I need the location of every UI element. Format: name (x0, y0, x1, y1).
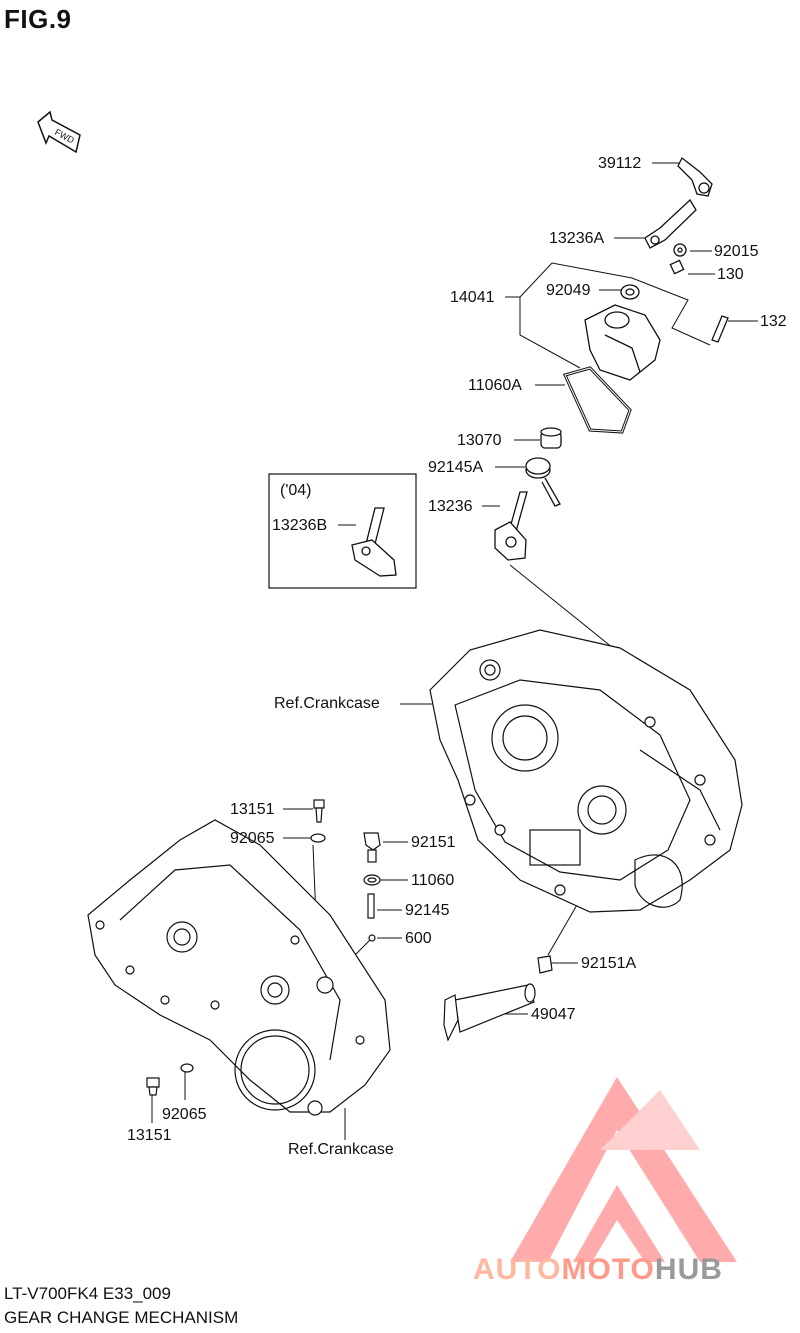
reference-crankcase-upper: Ref.Crankcase (274, 695, 380, 712)
part-label-92145: 92145 (405, 902, 450, 919)
inset-box (268, 473, 417, 589)
part-label-39112: 39112 (598, 155, 642, 172)
part-label-92151: 92151 (411, 834, 456, 851)
shift-lever-parts (351, 157, 729, 577)
crankcase-right-half (429, 629, 743, 913)
hardware-parts (146, 799, 553, 1096)
part-label-14041: 14041 (450, 289, 495, 306)
inset-year-label: ('04) (280, 482, 312, 499)
figure-title: FIG.9 (4, 4, 72, 34)
forward-arrow-icon: FWD (37, 110, 81, 154)
part-label-92065-bottom: 92065 (162, 1106, 207, 1123)
part-label-11060: 11060 (411, 872, 455, 889)
part-label-13236A: 13236A (549, 230, 605, 247)
part-label-13151-bottom: 13151 (127, 1127, 172, 1144)
part-label-600: 600 (405, 930, 432, 947)
reference-crankcase-lower: Ref.Crankcase (288, 1141, 394, 1158)
part-label-132: 132 (760, 313, 787, 330)
part-label-13236: 13236 (428, 498, 473, 515)
section-name: GEAR CHANGE MECHANISM (4, 1308, 239, 1327)
watermark-auto: AUTO (473, 1253, 562, 1286)
part-label-11060A: 11060A (468, 377, 522, 394)
part-label-92049: 92049 (546, 282, 591, 299)
part-label-92015: 92015 (714, 243, 759, 260)
part-label-92065-top: 92065 (230, 830, 275, 847)
part-label-130: 130 (717, 266, 744, 283)
part-label-92151A: 92151A (581, 955, 637, 972)
crankcase-left-half (87, 819, 391, 1116)
watermark-moto: MOTO (561, 1253, 655, 1286)
model-code: LT-V700FK4 E33_009 (4, 1284, 171, 1303)
part-label-13151-top: 13151 (230, 801, 275, 818)
part-label-92145A: 92145A (428, 459, 484, 476)
part-label-13070: 13070 (457, 432, 502, 449)
watermark-text: AUTOMOTOHUB (473, 1253, 723, 1287)
part-label-13236B: 13236B (272, 517, 328, 534)
watermark-logo (510, 1077, 737, 1262)
watermark-hub: HUB (654, 1253, 723, 1286)
part-label-49047: 49047 (531, 1006, 576, 1023)
